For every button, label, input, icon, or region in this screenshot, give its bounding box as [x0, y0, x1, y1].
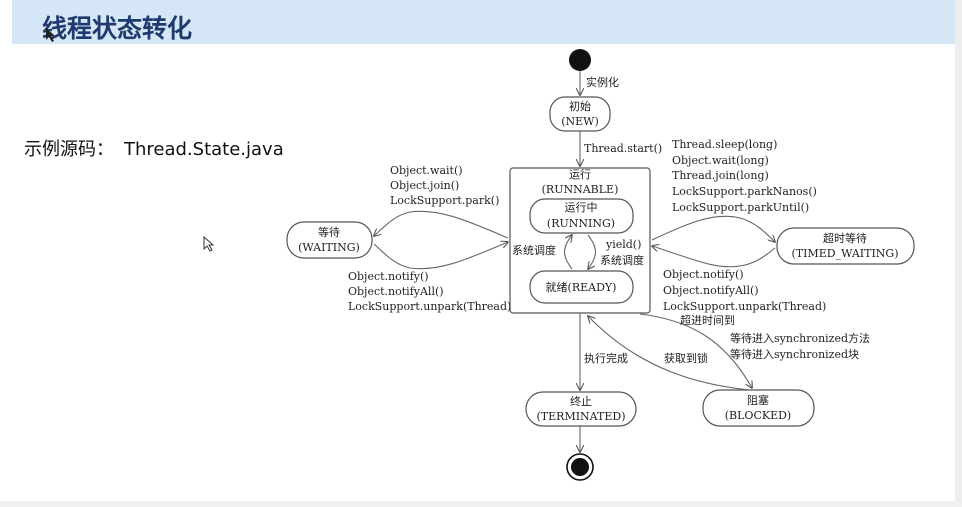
from-blocked-label: 获取到锁 — [664, 351, 708, 365]
scrollbar-track[interactable] — [955, 0, 962, 507]
sched-right-line1: yield() — [605, 238, 641, 251]
to-waiting-2: Object.join() — [390, 179, 459, 192]
from-timed-2: Object.notifyAll() — [663, 284, 759, 297]
state-blocked-line2: (BLOCKED) — [725, 409, 791, 422]
state-runnable-line2: (RUNNABLE) — [542, 183, 619, 196]
to-timed-1: Thread.sleep(long) — [672, 138, 777, 151]
state-waiting-line1: 等待 — [318, 225, 340, 239]
from-waiting-1: Object.notify() — [348, 270, 429, 283]
from-timed-4: 超进时间到 — [680, 313, 735, 327]
to-timed-4: LockSupport.parkNanos() — [672, 185, 817, 198]
source-file: Thread.State.java — [124, 139, 284, 160]
end-node — [571, 458, 589, 476]
pointer-cursor-icon — [46, 28, 55, 42]
bottom-border — [0, 501, 962, 507]
from-waiting-3: LockSupport.unpark(Thread) — [348, 300, 511, 313]
state-terminated-line2: (TERMINATED) — [537, 410, 626, 423]
state-waiting — [286, 221, 373, 259]
finish-label: 执行完成 — [584, 351, 628, 365]
to-waiting-1: Object.wait() — [390, 164, 463, 177]
edge-runnable-timed — [651, 215, 775, 242]
title-bar — [12, 0, 960, 44]
start-node — [569, 49, 591, 71]
state-blocked — [702, 389, 815, 427]
state-runnable-line1: 运行 — [569, 168, 591, 181]
edge-running-ready — [588, 234, 597, 269]
source-label: 示例源码： — [24, 139, 114, 160]
arrow-cursor-icon — [203, 235, 215, 252]
state-timed-line2: (TIMED_WAITING) — [791, 247, 898, 260]
state-blocked-line1: 阻塞 — [747, 393, 769, 407]
from-timed-1: Object.notify() — [663, 268, 744, 281]
to-blocked-2: 等待进入synchronized块 — [730, 347, 859, 361]
state-waiting-line2: (WAITING) — [298, 241, 360, 254]
edge-blocked-runnable — [588, 316, 751, 391]
start-label: 实例化 — [586, 75, 619, 89]
state-ready — [529, 270, 634, 304]
to-timed-2: Object.wait(long) — [672, 154, 769, 167]
state-timed-line1: 超时等待 — [823, 231, 867, 245]
state-terminated — [525, 391, 637, 427]
edge-runnable-waiting — [374, 210, 509, 239]
state-running — [529, 198, 634, 234]
slide-title: 线程状态转化 — [42, 14, 193, 43]
state-running-line1: 运行中 — [565, 201, 598, 214]
edge-waiting-runnable — [373, 242, 508, 270]
sched-left-label: 系统调度 — [512, 243, 556, 257]
edge-runnable-blocked — [639, 313, 752, 388]
state-running-line2: (RUNNING) — [547, 217, 615, 230]
from-timed-3: LockSupport.unpark(Thread) — [663, 300, 826, 313]
edge-timed-runnable — [652, 246, 776, 268]
to-timed-3: Thread.join(long) — [672, 169, 769, 182]
source-line: 示例源码： Thread.State.java — [24, 135, 284, 161]
start-edge-label: Thread.start() — [584, 142, 662, 155]
to-timed-5: LockSupport.parkUntil() — [672, 201, 809, 214]
to-waiting-3: LockSupport.park() — [390, 194, 499, 207]
to-blocked-1: 等待进入synchronized方法 — [730, 331, 870, 345]
state-terminated-line1: 终止 — [570, 394, 592, 408]
state-new-line2: (NEW) — [561, 115, 599, 128]
state-new-line1: 初始 — [569, 99, 591, 113]
from-waiting-2: Object.notifyAll() — [348, 285, 444, 298]
sched-right-line2: 系统调度 — [600, 253, 644, 267]
edge-ready-running — [563, 235, 573, 270]
state-ready-label: 就绪(READY) — [546, 280, 617, 294]
state-timed-waiting — [776, 227, 915, 265]
